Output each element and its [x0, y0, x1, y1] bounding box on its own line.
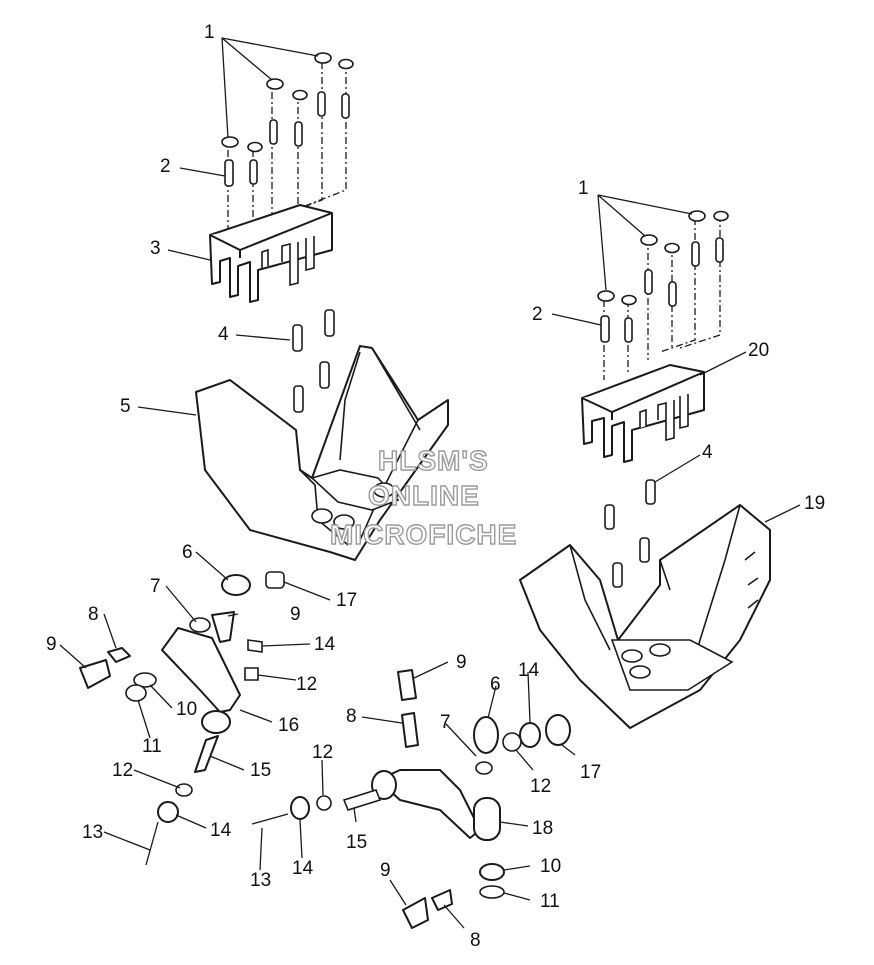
callout-5: 5: [120, 396, 131, 417]
callout-15: 15: [346, 832, 367, 853]
callout-9: 9: [380, 860, 391, 881]
push-cap-icon: [221, 52, 354, 153]
callout-2: 2: [532, 304, 543, 325]
callout-8: 8: [346, 706, 357, 727]
right-upper-fasteners: [597, 210, 729, 380]
bracket-20: [581, 364, 705, 463]
footrest-5: [195, 345, 449, 561]
watermark-line-1: HLSM'S: [378, 445, 489, 476]
callout-12: 12: [312, 742, 333, 763]
callout-9: 9: [46, 634, 57, 655]
callout-10: 10: [540, 856, 561, 877]
callout-16: 16: [278, 715, 299, 736]
callout-6: 6: [182, 542, 193, 563]
callout-15: 15: [250, 760, 271, 781]
callout-14: 14: [210, 820, 232, 841]
callout-17: 17: [580, 762, 601, 783]
leader-lines: [59, 37, 801, 929]
callout-6: 6: [490, 674, 501, 695]
callout-13: 13: [82, 822, 103, 843]
watermark-line-2: ONLINE: [368, 480, 480, 511]
callout-17: 17: [336, 590, 357, 611]
callout-14: 14: [518, 660, 540, 681]
callout-19: 19: [804, 493, 825, 514]
callout-13: 13: [250, 870, 271, 891]
callout-labels: 1 2 3 4 5 6 7 8 9 9 10 11 12 12 13 14 14…: [46, 22, 825, 951]
callout-14: 14: [314, 634, 336, 655]
callout-8: 8: [88, 604, 99, 625]
screw-icon: [224, 91, 350, 187]
callout-11: 11: [540, 891, 560, 912]
callout-12: 12: [530, 776, 551, 797]
watermark-line-3: MICROFICHE: [330, 519, 517, 550]
callout-14: 14: [292, 858, 314, 879]
callout-7: 7: [150, 576, 161, 597]
callout-12: 12: [296, 674, 317, 695]
callout-12: 12: [112, 760, 133, 781]
callout-3: 3: [150, 238, 161, 259]
callout-7: 7: [440, 712, 451, 733]
callout-9: 9: [456, 652, 467, 673]
footrest-19: [519, 504, 771, 729]
callout-1: 1: [578, 178, 589, 199]
callout-1: 1: [204, 22, 215, 43]
callout-20: 20: [748, 340, 769, 361]
callout-11: 11: [142, 736, 162, 757]
lower-left-assembly: [79, 571, 285, 866]
callout-18: 18: [532, 818, 553, 839]
callout-4: 4: [218, 324, 229, 345]
callout-2: 2: [160, 156, 171, 177]
callout-10: 10: [176, 699, 197, 720]
screw-icon: [600, 237, 724, 343]
callout-9: 9: [290, 604, 301, 625]
left-upper-fasteners: [221, 52, 354, 240]
watermark: HLSM'S ONLINE MICROFICHE: [329, 444, 517, 550]
bracket-3: [209, 204, 333, 303]
push-cap-icon: [597, 210, 729, 306]
callout-8: 8: [470, 930, 481, 951]
screw-4-left: [292, 309, 335, 413]
screw-4-right: [604, 479, 656, 588]
lower-right-assembly: [251, 669, 571, 929]
callout-4: 4: [702, 442, 713, 463]
